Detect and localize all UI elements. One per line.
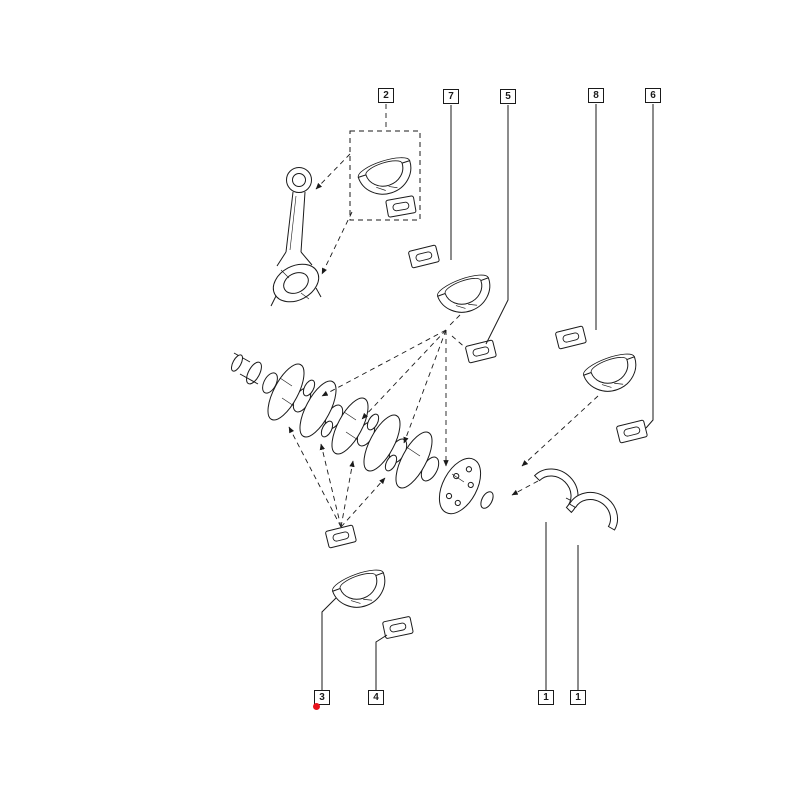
line-callout-4: [375, 634, 388, 690]
thrust-washer-1b: [568, 482, 628, 531]
line-callout-3: [321, 597, 337, 690]
line-callout-5: [485, 105, 509, 345]
crankshaft: [230, 352, 494, 515]
shell-7: [434, 269, 498, 321]
tab-7: [407, 244, 441, 269]
crankpin: [320, 420, 334, 438]
big-end-shell-2: [355, 152, 418, 202]
callout-8[interactable]: 8: [588, 88, 604, 103]
crankpin: [302, 379, 316, 397]
callout-2[interactable]: 2: [378, 88, 394, 103]
tab-8: [554, 325, 588, 350]
crankshaft-flange: [438, 457, 482, 515]
tab-3: [324, 524, 358, 549]
tab-5: [464, 339, 498, 364]
callout-5[interactable]: 5: [500, 89, 516, 104]
callout-3[interactable]: 3: [314, 690, 330, 705]
bearing-parts: [324, 152, 649, 640]
shell-3: [329, 564, 393, 616]
counterweight: [395, 431, 433, 489]
crankpin: [384, 454, 398, 472]
big-end-tab-2: [385, 195, 417, 218]
callout-4[interactable]: 4: [368, 690, 384, 705]
tab-6: [615, 419, 649, 444]
thrust-washer-1a: [534, 458, 589, 513]
shell-8: [580, 348, 644, 400]
connecting-rod: [270, 167, 322, 307]
callout-lines: [321, 104, 654, 690]
crankshaft-nose: [230, 352, 278, 394]
callout-7[interactable]: 7: [443, 89, 459, 104]
selection-dot: [313, 703, 320, 710]
leader-lines: [288, 104, 599, 528]
callout-6[interactable]: 6: [645, 88, 661, 103]
hatching: [279, 377, 465, 483]
callout-1a[interactable]: 1: [538, 690, 554, 705]
line-callout-6: [645, 104, 654, 429]
crankshaft-pilot: [480, 491, 494, 509]
crankpin: [366, 413, 380, 431]
detail-box: [349, 130, 421, 221]
callout-1b[interactable]: 1: [570, 690, 586, 705]
counterweight: [363, 414, 401, 472]
counterweight: [331, 397, 369, 455]
